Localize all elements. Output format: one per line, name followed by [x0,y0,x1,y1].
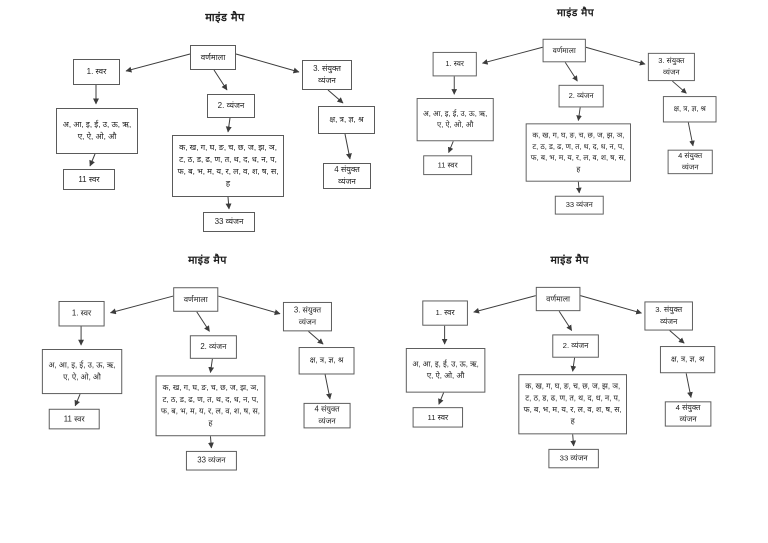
conjuncts-letters-box: क्ष, त्र, ज्ञ, श्र [318,106,375,134]
vowels-letters-box: अ, आ, इ, ई, उ, ऊ, ऋ, ए, ऐ, ओ, औ [41,349,123,395]
mindmap-title: माइंड मैप [188,254,227,267]
arrow-letters-to-consonant-count [208,436,214,449]
consonants-letters-box: क, ख, ग, घ, ङ, च, छ, ज, झ, ञ, ट, ठ, ड, ढ… [155,375,266,437]
branch-conjuncts-label: 3. संयुक्त व्यंजन [647,52,695,82]
connector-arrows [74,295,332,449]
vowels-count-box: 11 स्वर [63,169,115,190]
arrow-letters-to-conjunct-count [685,373,693,398]
mindmap-bottom-right: माइंड मैप वर्णमाला 1. स्वर अ, आ, इ, ई, उ… [400,251,720,474]
consonants-letters-box: क, ख, ग, घ, ङ, च, छ, ज, झ, ञ, ट, ठ, ड, ढ… [525,123,631,182]
conjuncts-count-box: 4 संयुक्त व्यंजन [667,149,713,175]
vowels-count-box: 11 स्वर [423,155,473,176]
branch-consonants-label: 2. व्यंजन [207,94,255,118]
consonants-count-box: 33 व्यंजन [554,195,604,215]
branch-vowels-label: 1. स्वर [73,59,120,85]
mindmap-title: माइंड मैप [556,7,595,20]
vowels-count-box: 11 स्वर [48,408,100,430]
arrow-root-to-consonants [564,62,578,82]
root-node-varnamala: वर्णमाला [542,38,586,63]
arrow-letters-to-conjunct-count [344,133,352,160]
mindmap-diagram: माइंड मैप वर्णमाला 1. स्वर अ, आ, इ, ई, उ… [411,4,721,220]
arrow-letters-to-consonant-count [570,434,577,447]
arrow-letters-to-conjunct-count [687,122,695,147]
connector-arrows [438,295,693,447]
conjuncts-count-box: 4 संयुक्त व्यंजन [323,163,371,189]
arrow-root-to-consonants [558,310,573,331]
connector-arrows [89,53,352,210]
conjuncts-count-box: 4 संयुक्त व्यंजन [303,402,351,429]
conjuncts-count-box: 4 संयुक्त व्यंजन [664,401,712,427]
arrow-root-to-consonants [196,311,210,332]
arrow-root-to-vowels [473,295,536,314]
branch-vowels-label: 1. स्वर [432,51,477,77]
root-node-varnamala: वर्णमाला [535,286,581,312]
consonants-count-box: 33 व्यंजन [548,448,599,469]
conjuncts-letters-box: क्ष, त्र, ज्ञ, श्र [659,346,716,374]
branch-consonants-label: 2. व्यंजन [558,84,604,108]
arrow-conjuncts-to-letters [327,89,344,104]
vowels-letters-box: अ, आ, इ, ई, उ, ऊ, ऋ, ए, ऐ, ओ, औ [56,108,138,154]
arrow-conjuncts-to-letters [672,80,687,94]
mindmap-top-left: माइंड मैप वर्णमाला 1. स्वर अ, आ, इ, ई, उ… [50,8,380,238]
arrow-root-to-vowels [110,295,174,315]
arrow-consonants-to-letters [208,358,215,374]
consonants-count-box: 33 व्यंजन [203,212,255,232]
arrow-letters-to-vowel-count [89,153,96,167]
arrow-consonants-to-letters [576,107,582,122]
branch-consonants-label: 2. व्यंजन [552,334,599,358]
conjuncts-letters-box: क्ष, त्र, ज्ञ, श्र [298,347,355,375]
arrow-consonants-to-letters [570,357,577,372]
mindmap-diagram: माइंड मैप वर्णमाला 1. स्वर अ, आ, इ, ई, उ… [36,251,359,476]
arrow-letters-to-vowel-count [447,141,454,153]
vowels-letters-box: अ, आ, इ, ई, उ, ऊ, ऋ, ए, ऐ, ओ, औ [405,348,486,393]
consonants-count-box: 33 व्यंजन [185,450,237,471]
arrow-letters-to-vowel-count [438,392,445,405]
arrow-letters-to-consonant-count [225,196,232,210]
branch-conjuncts-label: 3. संयुक्त व्यंजन [282,301,332,332]
mindmap-diagram: माइंड मैप वर्णमाला 1. स्वर अ, आ, इ, ई, उ… [50,8,380,238]
arrow-letters-to-conjunct-count [324,374,332,400]
mindmap-top-right: माइंड मैप वर्णमाला 1. स्वर अ, आ, इ, ई, उ… [411,4,721,220]
root-node-varnamala: वर्णमाला [190,45,236,70]
arrow-root-to-consonants [213,69,228,91]
mindmap-title: माइंड मैप [550,254,589,267]
conjuncts-letters-box: क्ष, त्र, ज्ञ, श्र [662,96,717,123]
branch-conjuncts-label: 3. संयुक्त व्यंजन [644,301,693,331]
mindmap-bottom-left: माइंड मैप वर्णमाला 1. स्वर अ, आ, इ, ई, उ… [36,251,359,476]
consonants-letters-box: क, ख, ग, घ, ङ, च, छ, ज, झ, ञ, ट, ठ, ड, ढ… [172,135,284,197]
branch-consonants-label: 2. व्यंजन [189,335,237,359]
branch-conjuncts-label: 3. संयुक्त व्यंजन [302,60,352,90]
arrow-root-to-conjuncts [580,295,642,315]
branch-vowels-label: 1. स्वर [422,300,468,326]
arrow-letters-to-vowel-count [74,393,81,407]
arrow-consonants-to-letters [225,117,232,133]
arrow-root-to-vowels [481,46,543,65]
consonants-letters-box: क, ख, ग, घ, ङ, च, छ, ज, झ, ञ, ट, ठ, ड, ढ… [518,374,627,435]
arrow-letters-to-consonant-count [576,181,582,194]
vowels-count-box: 11 स्वर [412,407,464,428]
branch-vowels-label: 1. स्वर [58,300,105,327]
vowels-letters-box: अ, आ, इ, ई, उ, ऊ, ऋ, ए, ऐ, ओ, औ [416,98,494,142]
arrow-root-to-vowels [125,53,191,73]
mindmap-diagram: माइंड मैप वर्णमाला 1. स्वर अ, आ, इ, ई, उ… [400,251,720,474]
mindmap-title: माइंड मैप [205,12,245,24]
root-node-varnamala: वर्णमाला [173,287,219,312]
arrow-root-to-conjuncts [218,295,281,316]
arrow-root-to-conjuncts [235,53,300,74]
arrow-root-to-conjuncts [585,46,646,66]
arrow-conjuncts-to-letters [669,330,685,344]
arrow-conjuncts-to-letters [308,330,324,345]
connector-arrows [447,46,695,194]
